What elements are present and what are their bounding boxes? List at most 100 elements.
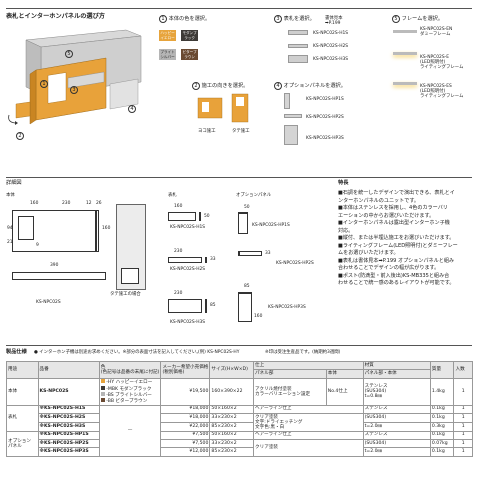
feature-line: ■縦付、または半埋込施工をお選びいただけます。 [338, 235, 455, 241]
op2-code: KS-NPC02S-HP2S [276, 261, 314, 266]
cell-finish-panel: クリア塗装 文字:ドライエッチング 文字色:黒・白 [253, 413, 364, 432]
frame-es[interactable]: KS-NPC02S-ES(LED照明付) ライティングフレーム [420, 84, 464, 100]
cell-qty: 1 [453, 404, 473, 415]
cell-qty: 1 [453, 377, 473, 406]
np3-side [205, 299, 207, 313]
feature-line: ンターホンパネルのユニットです。 [338, 197, 419, 204]
rotate-arrow-icon [8, 114, 18, 125]
table-row: 表札 ※KS-NPC02S-H1S — ¥18,000 50×160×2 ヘアー… [6, 404, 473, 457]
feature-line: わせることで統一感のあるレイアウトが可能です。 [338, 280, 455, 286]
dim-26: 26 [96, 201, 102, 206]
cell-size: 50×160×2 [209, 404, 255, 415]
spec-example: (例) KS-NPC02S-HY [198, 350, 240, 355]
cell-material: t=2.0㎜ [362, 421, 431, 432]
swatch-bitter-brown[interactable]: ビターブラウン [181, 49, 199, 60]
cell-size: 85×230×2 [209, 447, 255, 457]
option-hp2s-code[interactable]: KS-NPC02S-HP2S [306, 115, 344, 120]
callout-5: 5 [65, 40, 73, 59]
op1-width: 50 [244, 205, 250, 210]
cell-price: ¥7,500 [160, 430, 211, 441]
np1-code: KS-NPC02S-H1S [170, 225, 206, 230]
feature-line: ■本体はステンレスを採用し、4色のカラーバリ [338, 205, 448, 211]
callout-2: 2 [16, 122, 24, 141]
cell-code: ※KS-NPC02S-H1S [37, 404, 100, 415]
op2-height: 33 [265, 251, 271, 256]
frame-e[interactable]: KS-NPC02S-E(LED照明付) ライティングフレーム [420, 55, 464, 71]
intercom-opening [18, 216, 34, 240]
option-hp3s-code[interactable]: KS-NPC02S-HP3S [306, 136, 344, 141]
np3-height: 85 [210, 303, 216, 308]
nameplate-h3s-code[interactable]: KS-NPC02S-H3S [313, 57, 349, 62]
feature-line: ■ポスト(防滴型・前入後出)KS-MB335と組み合 [338, 272, 450, 279]
cell-code: KS-NPC02S [37, 377, 100, 406]
cell-size: 50×160×2 [209, 430, 255, 441]
th-finish-panel: パネル部 [253, 369, 327, 379]
nameplate-h1s-thumb [288, 30, 308, 35]
option-detail-label: オプションパネル [236, 193, 272, 198]
cell-price: ¥18,000 [160, 404, 211, 415]
section1-title: 表札とインターホンパネルの選び方 [6, 13, 105, 20]
body-front-drawing [12, 210, 96, 252]
cell-weight: 0.07kg [429, 439, 455, 449]
dim-94: 94 [7, 226, 13, 231]
cell-qty: 1 [453, 421, 473, 432]
np2-code: KS-NPC02S-H2S [170, 267, 206, 272]
callout-3: 3 [70, 76, 78, 95]
th-material: 材質 [362, 360, 431, 371]
cell-material: (SUS304) [362, 439, 431, 449]
spec-table: 用途 品番 色 (色記号は品番の末尾に付記) メーカー希望小売価格 (税別価格)… [6, 360, 473, 457]
spec-header-row: 用途 品番 色 (色記号は品番の末尾に付記) メーカー希望小売価格 (税別価格)… [6, 360, 473, 379]
orientation-horizontal[interactable]: ヨコ施工 [198, 129, 216, 134]
nameplate-h2s-code[interactable]: KS-NPC02S-H2S [313, 44, 349, 49]
table-row: ※KS-NPC02S-H3S ¥22,000 85×230×2 t=2.0㎜ 0… [7, 421, 473, 432]
cell-material: (SUS304) [362, 413, 431, 423]
np1-drawing [168, 212, 196, 221]
color-swatches[interactable]: ハッピーイエロー モダンブラック ブライトシルバー ビターブラウン [159, 26, 203, 64]
cell-weight: 0.1kg [429, 430, 455, 441]
cell-material: ステンレス (SUS304) t=0.8㎜ [362, 377, 431, 406]
swatch-bright-silver[interactable]: ブライトシルバー [159, 49, 176, 60]
spec-note: ● インターホン子機は別途お求めください。※部分の表面寸法を記入してください。 [34, 350, 201, 355]
dim-9: 9 [36, 243, 39, 248]
cell-code: ※KS-NPC02S-H3S [37, 421, 100, 432]
np3-drawing [168, 299, 202, 313]
swatch-modern-black[interactable]: モダンブラック [181, 30, 199, 41]
cell-material: ステンレス [362, 404, 431, 415]
th-price: メーカー希望小売価格 (税別価格) [160, 361, 211, 379]
np3-width: 230 [174, 291, 183, 296]
frame-en-thumb [393, 30, 417, 33]
th-weight: 質量 [429, 361, 455, 379]
cell-material: ステンレス [362, 430, 431, 441]
swatch-happy-yellow[interactable]: ハッピーイエロー [159, 30, 176, 41]
step3-heading: 3 表札を選択。 [274, 15, 315, 23]
orientation-vertical[interactable]: タテ施工 [232, 129, 250, 134]
cell-code: ※KS-NPC02S-HP2S [37, 439, 100, 449]
feature-line: ■ライティングフレーム(LED照明付)とダミーフレー [338, 242, 458, 249]
cell-colors-dash: — [98, 404, 162, 457]
table-row: オプション パネル ※KS-NPC02S-HP1S ¥7,500 50×160×… [6, 430, 473, 457]
cell-weight: 0.1kg [429, 413, 455, 423]
cell-finish-panel: アクリル焼付塗装 カラーバリエーション設定 [253, 377, 327, 406]
nameplate-h2s-thumb [288, 44, 308, 48]
nameplate-detail-label: 表札 [168, 193, 177, 198]
frame-e-thumb [393, 52, 417, 55]
option-hp1s-code[interactable]: KS-NPC02S-HP1S [306, 97, 344, 102]
section2-title: 詳細図 [6, 180, 22, 186]
cell-use: 本体 [6, 377, 39, 406]
cell-code: ※KS-NPC02S-HP3S [37, 447, 100, 457]
dim-390: 390 [50, 263, 59, 268]
font-sample-note: 書体見本➡P.199 [325, 16, 343, 27]
cell-use: オプション パネル [6, 430, 39, 457]
body-label: 本体 [6, 193, 15, 198]
cell-finish-body: No.4仕上 [325, 377, 364, 406]
cell-weight: 0.1kg [429, 447, 455, 457]
step1-heading: 1 本体の色を選択。 [159, 15, 210, 23]
table-row: ※KS-NPC02S-HP2S ¥7,500 33×230×2 クリア塗装 (S… [7, 439, 473, 457]
body-side-drawing [96, 210, 99, 252]
th-finish: 仕上 [253, 360, 364, 371]
cell-qty: 1 [453, 413, 473, 423]
cell-price: ¥18,000 [160, 413, 211, 423]
frame-es-thumb [393, 82, 417, 85]
nameplate-h1s-code[interactable]: KS-NPC02S-H1S [313, 31, 349, 36]
